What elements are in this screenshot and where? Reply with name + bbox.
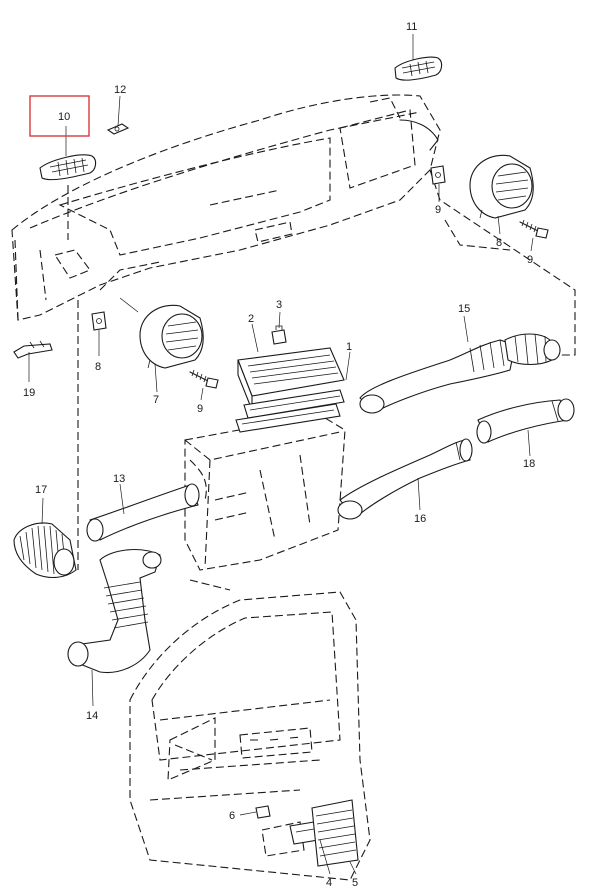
door-panel-outline (129, 591, 371, 881)
part-label-13[interactable]: 13 (113, 473, 125, 485)
part-3-clip[interactable] (271, 325, 287, 345)
part-label-5[interactable]: 5 (352, 877, 358, 888)
part-18-duct[interactable] (476, 398, 575, 444)
leader-lines (28, 34, 534, 875)
part-16-duct[interactable] (337, 438, 473, 520)
part-10-vent[interactable] (39, 154, 97, 181)
part-7-vent-left[interactable] (139, 304, 204, 369)
part-12-clip[interactable] (106, 123, 130, 135)
part-11-vent[interactable] (394, 56, 443, 81)
part-label-6[interactable]: 6 (229, 810, 235, 822)
part-label-7-right[interactable]: 8 (496, 237, 502, 249)
part-5-grille[interactable] (311, 799, 359, 867)
part-8-clip-right[interactable] (430, 165, 446, 185)
part-label-18[interactable]: 18 (523, 458, 535, 470)
part-8-clip-left[interactable] (91, 311, 107, 331)
part-label-9-left[interactable]: 9 (197, 403, 203, 415)
part-label-9-right[interactable]: 9 (527, 254, 533, 266)
part-label-12[interactable]: 12 (114, 84, 126, 96)
part-labels: 10 11 12 19 8 9 7 8 9 9 3 2 1 15 16 18 1… (23, 21, 535, 888)
highlight-frame (29, 95, 90, 137)
part-15-duct[interactable] (359, 333, 561, 414)
part-17-hose[interactable] (13, 522, 77, 579)
part-9-screw-left[interactable] (189, 369, 219, 389)
part-label-17[interactable]: 17 (35, 484, 47, 496)
part-2-distributor[interactable] (237, 347, 345, 419)
part-label-16[interactable]: 16 (414, 513, 426, 525)
part-13-duct[interactable] (86, 483, 200, 542)
part-label-7-left[interactable]: 7 (153, 394, 159, 406)
part-label-2[interactable]: 2 (248, 313, 254, 325)
part-label-8-right[interactable]: 9 (435, 204, 441, 216)
part-label-14[interactable]: 14 (86, 710, 98, 722)
part-label-15[interactable]: 15 (458, 303, 470, 315)
heater-box-outline (184, 414, 346, 591)
part-label-10[interactable]: 10 (58, 111, 70, 123)
part-label-1[interactable]: 1 (346, 341, 352, 353)
part-9-screw-right[interactable] (519, 219, 549, 239)
part-1-seal[interactable] (235, 403, 341, 433)
part-label-11[interactable]: 11 (406, 21, 417, 33)
part-label-4[interactable]: 4 (326, 877, 332, 888)
part-19-bracket[interactable] (13, 340, 53, 359)
part-label-3[interactable]: 3 (276, 299, 282, 311)
part-label-8-left[interactable]: 8 (95, 361, 101, 373)
part-7-vent-right[interactable] (469, 154, 534, 219)
dashboard-outline (11, 94, 441, 321)
part-label-19[interactable]: 19 (23, 387, 35, 399)
part-14-hose[interactable] (67, 549, 162, 674)
part-6-clip[interactable] (255, 805, 271, 819)
